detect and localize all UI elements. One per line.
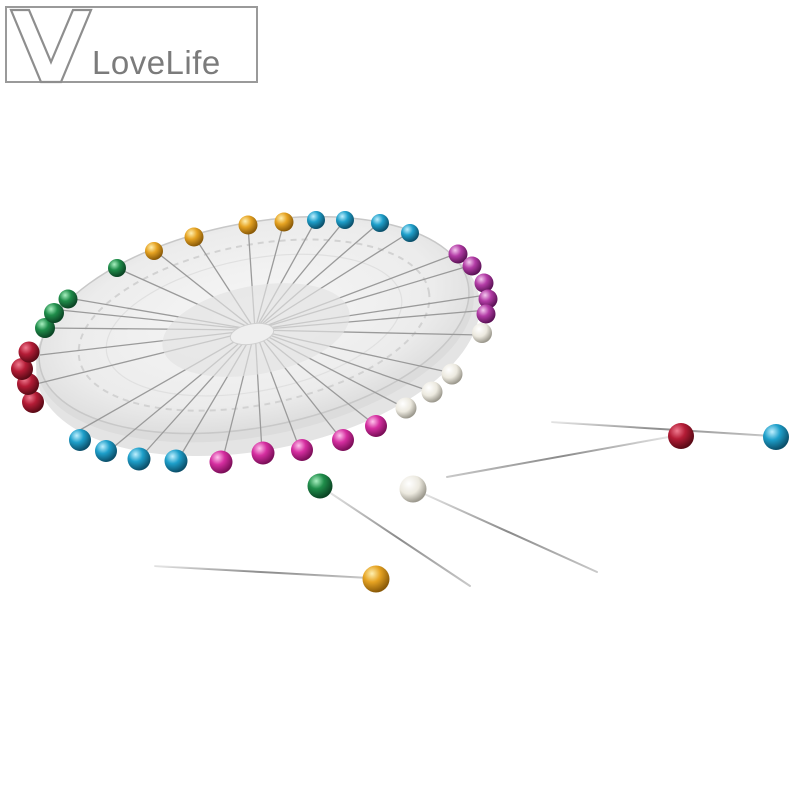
- pin-head-purple: [476, 304, 496, 324]
- pin-head-white: [395, 397, 417, 419]
- pin-head-magenta: [332, 429, 354, 451]
- pin-head-gold: [184, 227, 204, 247]
- pin-head-purple: [474, 273, 494, 293]
- pin-head-teal: [307, 211, 325, 229]
- pin-head-white: [421, 381, 443, 403]
- pin-head-teal: [164, 449, 188, 473]
- brand-logo: LoveLife: [5, 6, 260, 86]
- pin-head-red: [22, 391, 44, 413]
- loose-pin-white: [399, 475, 598, 573]
- pin-head-purple: [478, 289, 498, 309]
- pin-head-teal: [127, 447, 151, 471]
- pin-head-teal: [95, 440, 117, 462]
- pin-head-white: [441, 363, 463, 385]
- pin-head-teal: [336, 211, 354, 229]
- pin-head-green: [44, 303, 64, 323]
- pin-head-gold: [145, 242, 163, 260]
- logo-frame: [5, 6, 258, 83]
- pin-head-magenta: [209, 450, 233, 474]
- pin-head-red: [11, 358, 33, 380]
- pin-head-magenta: [291, 439, 313, 461]
- pin-head-green: [58, 289, 78, 309]
- pin-head-gold: [238, 215, 258, 235]
- loose-pin-green: [307, 473, 471, 587]
- pin-head-red: [18, 341, 40, 363]
- holder-pin-heads: [11, 211, 498, 474]
- pin-head-green: [35, 318, 55, 338]
- loose-pin-gold: [154, 565, 390, 593]
- loose-pin-red: [446, 423, 694, 478]
- pin-head-teal: [69, 429, 91, 451]
- pin-head-green: [108, 259, 126, 277]
- pin-head-purple: [462, 256, 482, 276]
- logo-v-mark-icon: [9, 8, 93, 84]
- pin-head-teal: [371, 214, 389, 232]
- loose-pin-teal: [551, 421, 789, 450]
- pin-head-gold: [274, 212, 294, 232]
- pin-head-magenta: [251, 441, 275, 465]
- pin-head-teal: [401, 224, 419, 242]
- pin-head-purple: [448, 244, 468, 264]
- pin-head-white: [472, 323, 492, 343]
- pin-head-magenta: [365, 415, 387, 437]
- brand-name: LoveLife: [92, 44, 221, 81]
